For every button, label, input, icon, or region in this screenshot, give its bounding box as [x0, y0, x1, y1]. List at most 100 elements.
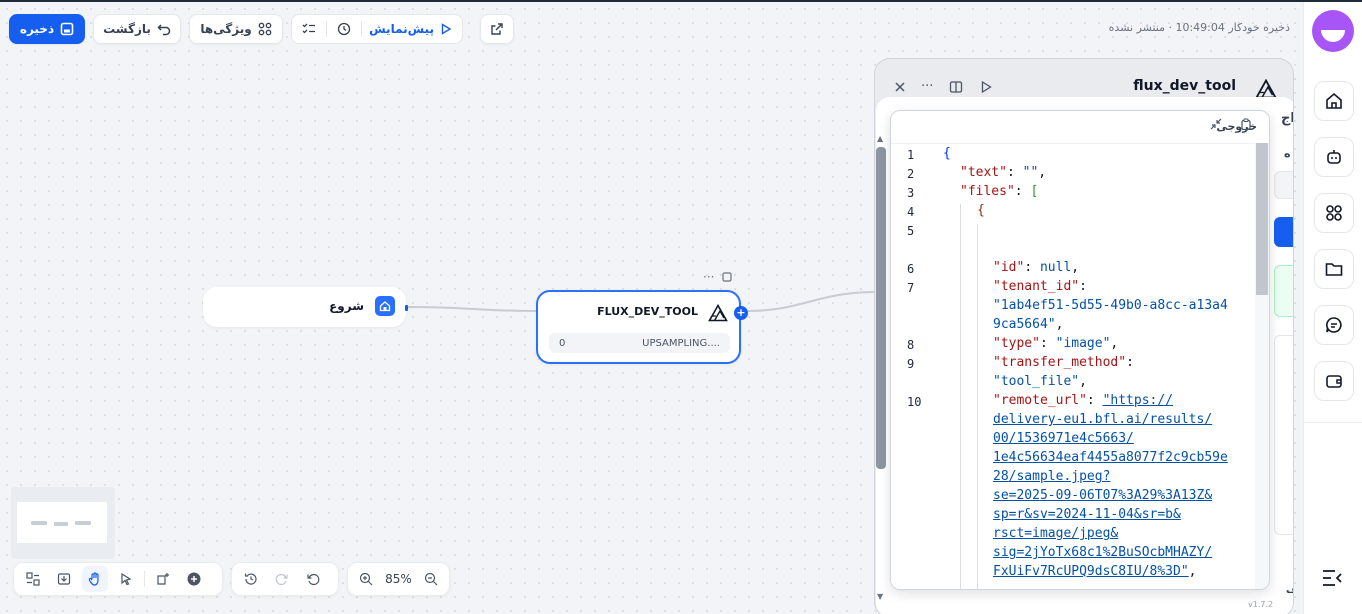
run-step-icon[interactable] — [979, 80, 993, 94]
json-url-line[interactable]: sig=2jYoTx68c1%2BuSOcbMHAZY/ — [993, 545, 1213, 560]
chat-nav-button[interactable] — [1314, 305, 1354, 345]
more-icon[interactable]: ··· — [921, 79, 934, 94]
line-number: 4 — [907, 205, 915, 219]
indent-guide — [977, 224, 978, 589]
run-toolbar: پیش‌نمایش — [291, 14, 463, 44]
collapse-icon[interactable] — [1210, 118, 1222, 130]
pointer-tool-icon[interactable] — [113, 566, 139, 592]
copy-icon[interactable] — [1240, 118, 1252, 130]
json-line-type: "type": "image", — [993, 336, 1119, 351]
panel-output-box — [1274, 335, 1293, 535]
json-editor[interactable]: 1 2 3 4 5 6 7 8 9 10 { "text": "", "file… — [891, 143, 1255, 589]
panel-section-title: اج — [1281, 111, 1294, 126]
panel-field[interactable] — [1274, 171, 1293, 199]
divider — [144, 571, 145, 587]
panel-footer-text: ف — [1286, 585, 1293, 596]
window-top-border — [0, 0, 1362, 2]
save-button[interactable]: ذخیره — [9, 14, 85, 44]
wallet-icon — [1326, 375, 1342, 388]
editor-scroll-thumb[interactable] — [1256, 143, 1268, 295]
add-note-icon[interactable] — [150, 566, 176, 592]
json-url-line[interactable]: sp=r&sv=2024-11-04&sr=b& — [993, 507, 1181, 522]
back-button[interactable]: بازگشت — [93, 14, 181, 44]
avatar[interactable] — [1312, 10, 1354, 52]
tool-param-name: UPSAMPLING.... — [642, 337, 720, 349]
json-line-id: "id": null, — [993, 260, 1080, 275]
line-number: 5 — [907, 224, 915, 238]
flux-logo-icon — [708, 304, 728, 322]
minimap-node — [54, 522, 68, 526]
json-url-line[interactable]: rsct=image/jpeg& — [993, 526, 1119, 541]
panel-run-button[interactable] — [1274, 217, 1293, 247]
publish-button[interactable] — [480, 14, 514, 44]
minimap-node — [75, 521, 91, 525]
checklist-icon[interactable] — [298, 18, 320, 40]
json-open-brace: { — [943, 146, 951, 161]
start-node[interactable]: شروع — [203, 287, 408, 327]
collapse-sidebar-icon[interactable] — [1321, 569, 1343, 587]
import-dsl-icon[interactable] — [51, 566, 77, 592]
version-history-icon[interactable] — [238, 566, 264, 592]
node-toolbar: ··· — [703, 270, 739, 284]
add-node-button[interactable]: + — [734, 306, 748, 320]
zoom-level[interactable]: 85% — [385, 572, 412, 586]
split-view-icon[interactable] — [949, 80, 963, 94]
features-label: ویژگی‌ها — [200, 22, 252, 36]
editor-scrollbar[interactable] — [1255, 143, 1269, 589]
run-history-icon[interactable] — [333, 18, 355, 40]
preview-button[interactable]: پیش‌نمایش — [369, 22, 456, 36]
redo-icon[interactable] — [269, 566, 295, 592]
flux-logo-icon — [1255, 79, 1277, 99]
zoom-out-icon[interactable] — [419, 566, 443, 592]
json-url-line[interactable]: delivery-eu1.bfl.ai/results/ — [993, 412, 1213, 427]
json-line-text: "text": "", — [960, 165, 1047, 180]
panel-scrollbar[interactable] — [876, 147, 886, 469]
version-label: v1.7.2 — [1248, 600, 1274, 609]
scroll-down-icon[interactable]: ▼ — [877, 592, 884, 601]
output-viewer: خروجی 1 2 3 4 5 6 7 8 9 10 { "text": "",… — [890, 110, 1270, 590]
external-link-icon — [491, 23, 503, 35]
tool-param-value: 0 — [559, 337, 566, 349]
bot-nav-button[interactable] — [1314, 137, 1354, 177]
right-sidebar — [1303, 2, 1362, 614]
divider — [326, 21, 327, 37]
hand-tool-icon[interactable] — [82, 566, 108, 592]
features-button[interactable]: ویژگی‌ها — [189, 14, 283, 44]
close-icon[interactable] — [895, 81, 905, 92]
json-url-line-last[interactable]: FxUiFv7RcUPQ9dsC8IU/8%3D", — [993, 564, 1197, 579]
edge-start-to-tool — [406, 306, 537, 312]
json-url-line[interactable]: 00/1536971e4c5663/ — [993, 431, 1134, 446]
output-header: خروجی — [891, 111, 1269, 143]
canvas-tools — [13, 562, 223, 596]
json-url-line[interactable]: 28/sample.jpeg? — [993, 469, 1111, 484]
robot-icon — [1327, 150, 1341, 164]
minimap[interactable] — [11, 487, 115, 559]
more-icon[interactable]: ··· — [703, 270, 715, 284]
undo-icon[interactable] — [300, 566, 326, 592]
line-number: 3 — [907, 186, 915, 200]
home-icon — [1326, 92, 1342, 109]
rail-divider — [1304, 422, 1362, 423]
home-nav-button[interactable] — [1314, 81, 1354, 121]
autosave-status: ذخیره خودکار 10:49:04 · منتشر نشده — [1108, 21, 1290, 34]
zoom-in-icon[interactable] — [354, 566, 378, 592]
start-node-handle[interactable] — [405, 305, 408, 311]
json-url-line[interactable]: 1e4c56634eaf4455a8077f2c9cb59e — [993, 450, 1228, 465]
zoom-tools: 85% — [347, 562, 450, 596]
json-url-line[interactable]: se=2025-09-06T07%3A29%3A13Z& — [993, 488, 1213, 503]
line-number: 10 — [907, 395, 922, 409]
apps-nav-button[interactable] — [1314, 193, 1354, 233]
scroll-up-icon[interactable]: ▲ — [877, 134, 884, 143]
tool-param-row: 0 UPSAMPLING.... — [549, 333, 730, 353]
square-icon[interactable] — [722, 272, 733, 282]
line-number: 7 — [907, 281, 915, 295]
json-object-brace: { — [977, 203, 985, 218]
organize-blocks-icon[interactable] — [20, 566, 46, 592]
flux-tool-node[interactable]: FLUX_DEV_TOOL 0 UPSAMPLING.... + — [536, 290, 748, 364]
add-block-icon[interactable] — [181, 566, 207, 592]
files-nav-button[interactable] — [1314, 249, 1354, 289]
wallet-nav-button[interactable] — [1314, 361, 1354, 401]
minimap-node — [31, 521, 47, 525]
tool-node-title: FLUX_DEV_TOOL — [597, 305, 698, 318]
json-transfer-value: "tool_file", — [993, 374, 1087, 389]
